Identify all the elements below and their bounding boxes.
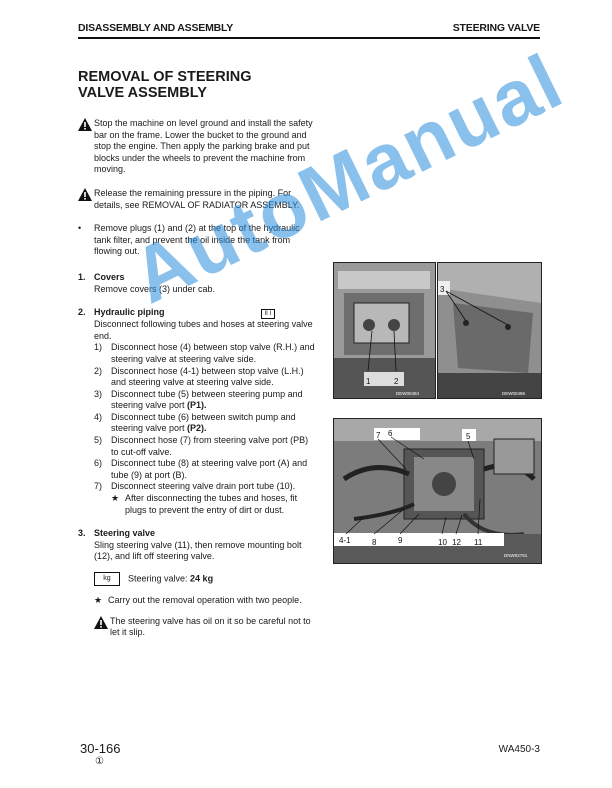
label-4-1: 4-1 (339, 536, 351, 545)
step-1: 1)Disconnect hose (4) between stop valve… (94, 342, 315, 364)
warning-icon (78, 187, 92, 201)
procedure-body: Stop the machine on level ground and ins… (78, 118, 316, 651)
step-2: 2)Disconnect hose (4-1) between stop val… (94, 365, 304, 388)
model-number: WA450-3 (498, 744, 540, 755)
step-7-note: ★After disconnecting the tubes and hoses… (111, 493, 298, 515)
figure-hydraulic-tank: 1 2 DEW00484 (333, 262, 436, 399)
code-badge: II I (260, 309, 276, 320)
label-1: 1 (366, 377, 371, 386)
label-9: 9 (398, 536, 403, 545)
figure-covers: 3 DEW00486 (437, 262, 542, 399)
figure-3-labels: 7 6 5 4-1 8 9 10 12 11 (334, 428, 504, 547)
label-5: 5 (466, 432, 471, 441)
label-6: 6 (388, 429, 393, 438)
page-number: 30-166 (80, 741, 121, 756)
figure-2-code: DEW00486 (502, 391, 526, 396)
figure-3-code: DNW02791 (504, 553, 528, 558)
label-12: 12 (452, 538, 461, 547)
warning-2: Release the remaining pressure in the pi… (78, 187, 316, 211)
section-covers: 1. Covers Remove covers (3) under cab. (78, 271, 216, 294)
step-6: 6)Disconnect tube (8) at steering valve … (94, 458, 308, 480)
label-10: 10 (438, 538, 447, 547)
revision-mark: ① (95, 756, 104, 767)
page-title: REMOVAL OF STEERING VALVE ASSEMBLY (78, 69, 252, 101)
section-steering-valve: 3. Steering valve Sling steering valve (… (78, 528, 316, 639)
removal-note: ★Carry out the removal operation with tw… (94, 595, 302, 605)
label-3: 3 (440, 285, 445, 294)
label-2: 2 (394, 377, 399, 386)
bullet-item: • Remove plugs (1) and (2) at the top of… (78, 223, 300, 257)
header-chapter: DISASSEMBLY AND ASSEMBLY (78, 22, 234, 34)
step-4: 4)Disconnect tube (6) between switch pum… (94, 411, 296, 434)
step-5: 5)Disconnect hose (7) from steering valv… (94, 435, 309, 457)
warning-1: Stop the machine on level ground and ins… (78, 118, 316, 176)
warning-icon (94, 615, 108, 629)
warning-icon (78, 118, 92, 131)
figure-steering-valve: 7 6 5 4-1 8 9 10 12 11 DNW02791 (333, 418, 542, 564)
weight-icon: kg (94, 572, 120, 586)
figure-1-code: DEW00484 (396, 391, 420, 396)
step-7: 7)Disconnect steering valve drain port t… (94, 481, 296, 492)
label-11: 11 (474, 538, 483, 547)
header-section: STEERING VALVE (452, 22, 540, 34)
label-8: 8 (372, 538, 377, 547)
header-rule (78, 37, 540, 39)
step-3: 3)Disconnect tube (5) between steering p… (94, 388, 303, 411)
page-header: DISASSEMBLY AND ASSEMBLY STEERING VALVE (78, 22, 540, 36)
warning-3: The steering valve has oil on it so be c… (94, 615, 316, 639)
label-7: 7 (376, 431, 381, 440)
